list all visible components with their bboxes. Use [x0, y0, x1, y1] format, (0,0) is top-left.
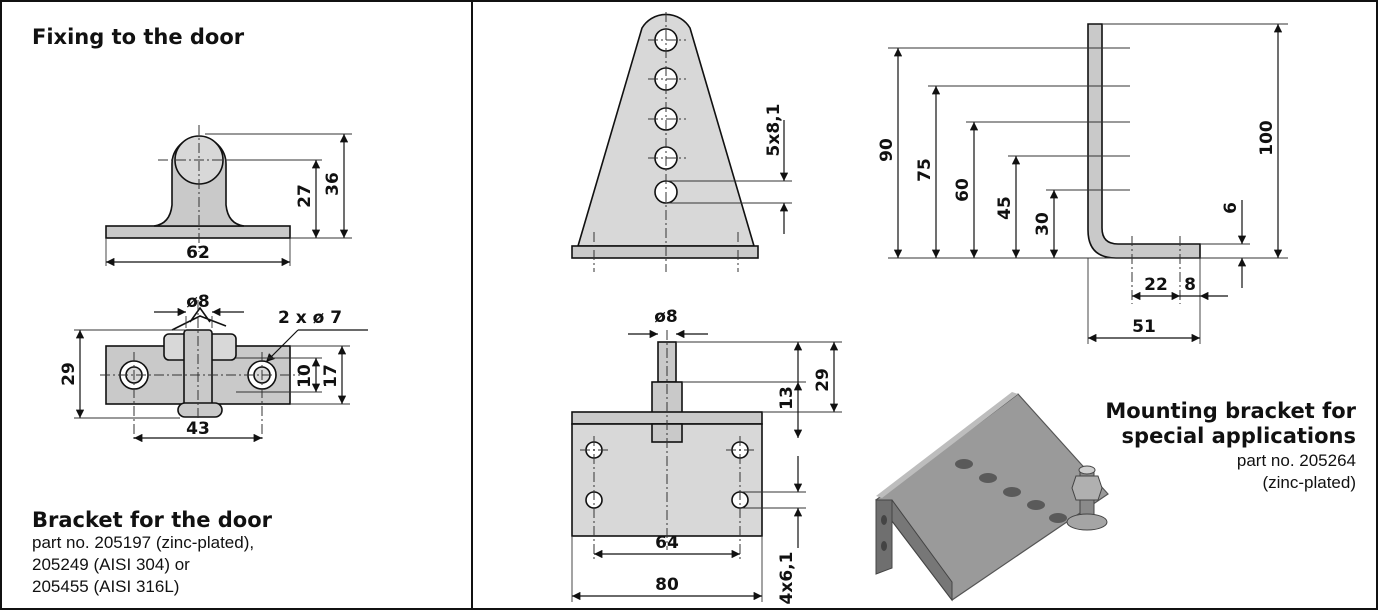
left-panel-title: Fixing to the door [32, 25, 245, 49]
bracket-plate-side-view: 5x8,1 [571, 12, 792, 272]
mount-caption-title-2: special applications [1122, 424, 1356, 448]
dim-pin-dia-8: ø8 [186, 292, 210, 312]
angle-bracket-side-view: 90 75 60 45 30 100 6 22 8 51 [877, 23, 1288, 344]
dim-27: 27 [295, 184, 315, 208]
dim-4x6-1: 4x6,1 [777, 552, 797, 605]
dim-43: 43 [186, 419, 210, 439]
dim-6: 6 [1221, 202, 1241, 214]
dim-8-angle: 8 [1184, 275, 1196, 295]
dim-62: 62 [186, 243, 210, 263]
dim-36: 36 [323, 172, 343, 196]
mounting-bracket-3d-illustration [874, 392, 1109, 602]
door-bracket-top-view: ø8 2 x ø 7 29 10 17 43 [59, 292, 368, 443]
dim-90: 90 [877, 138, 897, 162]
dim-holes-2x7: 2 x ø 7 [278, 308, 342, 328]
dim-80: 80 [655, 575, 679, 595]
dim-75: 75 [915, 158, 935, 182]
dim-60: 60 [953, 178, 973, 202]
dim-22: 22 [1144, 275, 1168, 295]
dim-51: 51 [1132, 317, 1156, 337]
dim-pin-dia-8-mount: ø8 [654, 307, 678, 327]
door-bracket-front-view: 27 36 62 [105, 125, 352, 267]
dim-30: 30 [1033, 212, 1053, 236]
bracket-caption-line-1: part no. 205197 (zinc-plated), [32, 533, 254, 552]
mounting-plate-front-view: ø8 13 29 4x6,1 64 80 [571, 307, 842, 605]
dim-13: 13 [777, 386, 797, 410]
mount-caption-title-1: Mounting bracket for [1105, 399, 1356, 423]
bracket-caption-line-2: 205249 (AISI 304) or [32, 555, 190, 574]
bracket-caption-line-3: 205455 (AISI 316L) [32, 577, 179, 596]
dim-29-mount: 29 [813, 368, 833, 392]
mount-caption-line-1: part no. 205264 [1237, 451, 1356, 470]
bracket-caption-title: Bracket for the door [32, 508, 273, 532]
dim-100: 100 [1257, 120, 1277, 156]
dim-10: 10 [295, 364, 315, 388]
mount-caption-line-2: (zinc-plated) [1262, 473, 1356, 492]
dim-29: 29 [59, 362, 79, 386]
dim-45: 45 [995, 196, 1015, 220]
dim-64: 64 [655, 533, 679, 553]
dim-5x8-1: 5x8,1 [764, 104, 784, 157]
dim-17: 17 [321, 364, 341, 388]
